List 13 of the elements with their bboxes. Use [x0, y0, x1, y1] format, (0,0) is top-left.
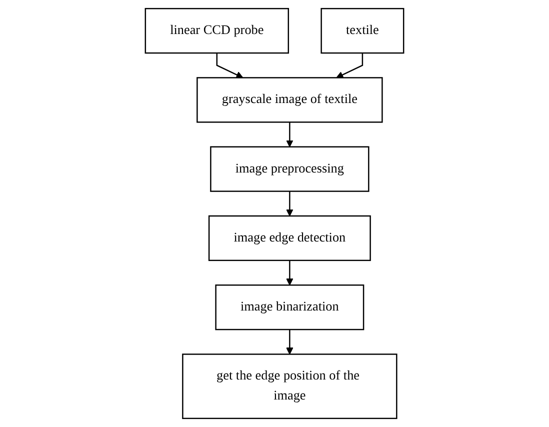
- arrow: [286, 122, 294, 148]
- node-box: linear CCD probe: [144, 8, 290, 54]
- node-box: get the edge position of the image: [182, 354, 398, 420]
- arrow: [336, 53, 364, 78]
- arrow: [216, 53, 244, 78]
- node-box: image binarization: [215, 284, 364, 330]
- arrow: [286, 260, 294, 286]
- arrow: [286, 330, 294, 355]
- node-box: image preprocessing: [210, 146, 370, 192]
- node-box: image edge detection: [208, 215, 371, 262]
- arrow: [286, 191, 294, 216]
- node-box: grayscale image of textile: [196, 77, 383, 123]
- node-box: textile: [320, 8, 404, 54]
